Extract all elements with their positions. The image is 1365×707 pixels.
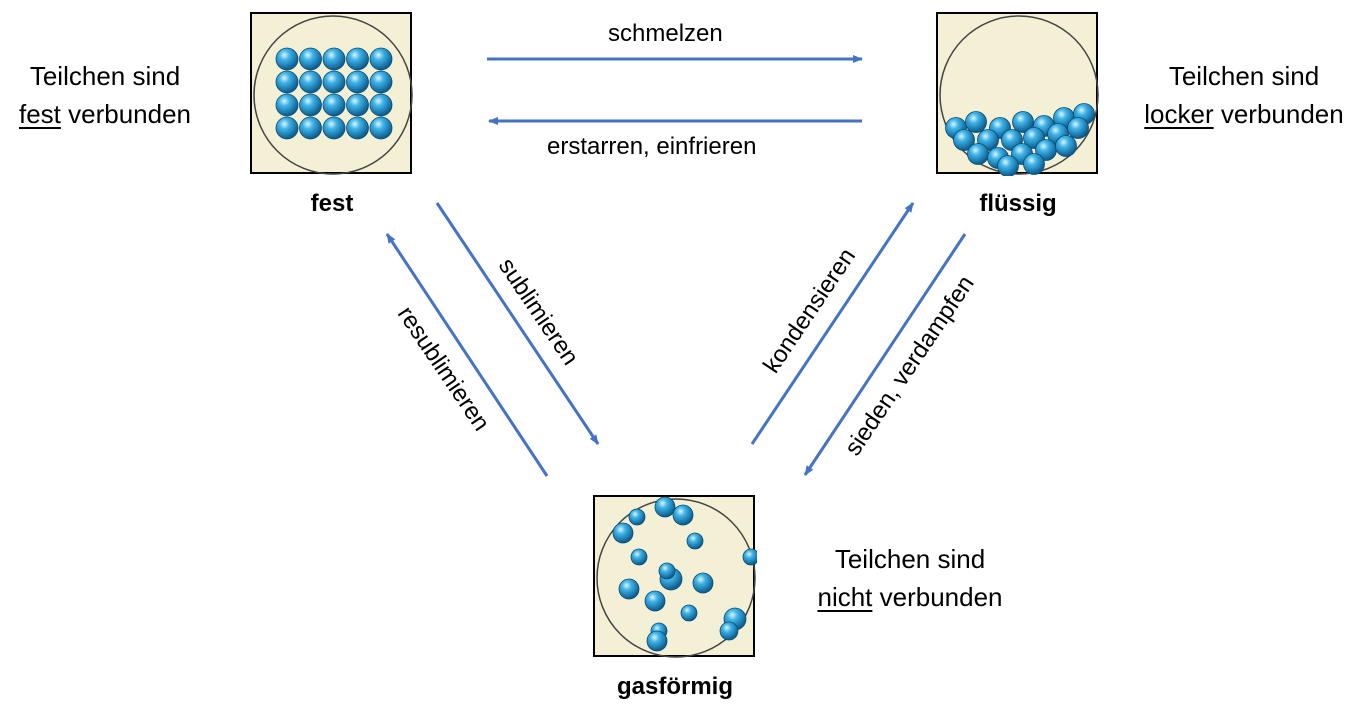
particle [612,522,634,544]
gas-particles [596,497,757,658]
particle [692,572,714,594]
particle [299,47,322,71]
particle [299,116,322,140]
particle [322,93,346,117]
particle [369,70,393,94]
particle [275,70,299,94]
particle [275,116,299,140]
evaporation-arrow [803,233,967,476]
particle [953,129,975,151]
gas-box [593,495,757,658]
particle [322,70,346,94]
particle [346,116,369,140]
particle [965,111,987,133]
solid-label: fest [310,190,354,217]
condensation-arrow [750,202,915,445]
particle [644,590,666,612]
particle [742,548,757,566]
particle [672,504,694,526]
resublimation-arrow [385,233,549,477]
gas-desc-line2: nicht verbunden [798,578,1022,616]
particle [322,116,346,140]
particle [686,532,704,550]
particle [658,562,676,580]
gas-label: gasförmig [616,673,733,700]
liquid-box [936,12,1099,176]
particle [1055,135,1077,157]
particle [369,116,393,140]
liquid-desc-line1: Teilchen sind [1168,61,1320,91]
gas-description: Teilchen sind nicht verbunden [798,540,1022,616]
solid-description: Teilchen sind fest verbunden [10,57,200,133]
freezing-label: erstarren, einfrieren [547,133,757,160]
liquid-description: Teilchen sind locker verbunden [1128,57,1360,133]
gas-desc-rest: verbunden [872,582,1003,612]
particle [369,47,393,71]
melting-label: schmelzen [608,20,723,47]
particle [322,47,346,71]
liquid-desc-line2: locker verbunden [1128,95,1360,133]
particle [719,621,739,641]
liquid-desc-underlined: locker [1144,99,1214,129]
solid-particles [253,15,413,175]
solid-box [250,12,413,175]
particle [1023,153,1045,175]
particle [275,47,299,71]
particle [369,93,393,117]
particle [1067,117,1089,139]
particle [618,578,640,600]
solid-desc-underlined: fest [18,99,61,129]
solid-desc-line2: fest verbunden [10,95,200,133]
particle [630,548,648,566]
particle [997,155,1019,176]
solid-desc-rest: verbunden [60,99,192,129]
particle [346,70,369,94]
particle [346,47,369,71]
liquid-label: flüssig [979,190,1057,217]
particle [275,93,299,117]
particle [299,70,322,94]
particle [654,497,676,518]
gas-desc-underlined: nicht [817,582,873,612]
particle [680,604,698,622]
sublimation-arrow [435,202,600,445]
particle [346,93,369,117]
particle [628,508,646,526]
gas-desc-line1: Teilchen sind [834,544,986,574]
liquid-particles [939,15,1099,176]
particle [1012,111,1034,133]
particle [299,93,322,117]
particle [967,143,989,165]
liquid-desc-rest: verbunden [1213,99,1344,129]
particle [646,630,668,652]
solid-desc-line1: Teilchen sind [29,61,181,91]
